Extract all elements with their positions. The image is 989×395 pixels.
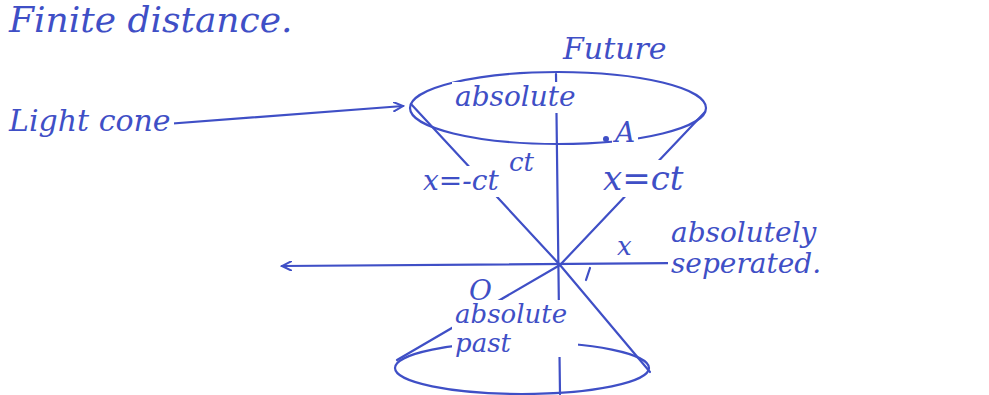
axis-label: x	[614, 232, 635, 261]
region-note: absolutely seperated.	[668, 218, 864, 280]
region-label: absolute past	[452, 300, 578, 357]
event-label: A	[612, 118, 638, 149]
cone-edge	[411, 104, 560, 265]
axis-label: ct	[506, 148, 537, 177]
region-note: Future	[560, 32, 670, 65]
region-label: absolute	[452, 82, 579, 113]
line-equation: x=ct	[600, 160, 686, 197]
event-dot	[603, 136, 609, 142]
heading-note: Finite distance.	[6, 0, 295, 40]
pointer-label: Light cone	[6, 104, 174, 137]
line-equation: x=-ct	[420, 166, 502, 197]
axis-tick	[586, 268, 590, 280]
pointer-arrow	[140, 106, 403, 126]
future-cone-rim	[410, 72, 706, 144]
